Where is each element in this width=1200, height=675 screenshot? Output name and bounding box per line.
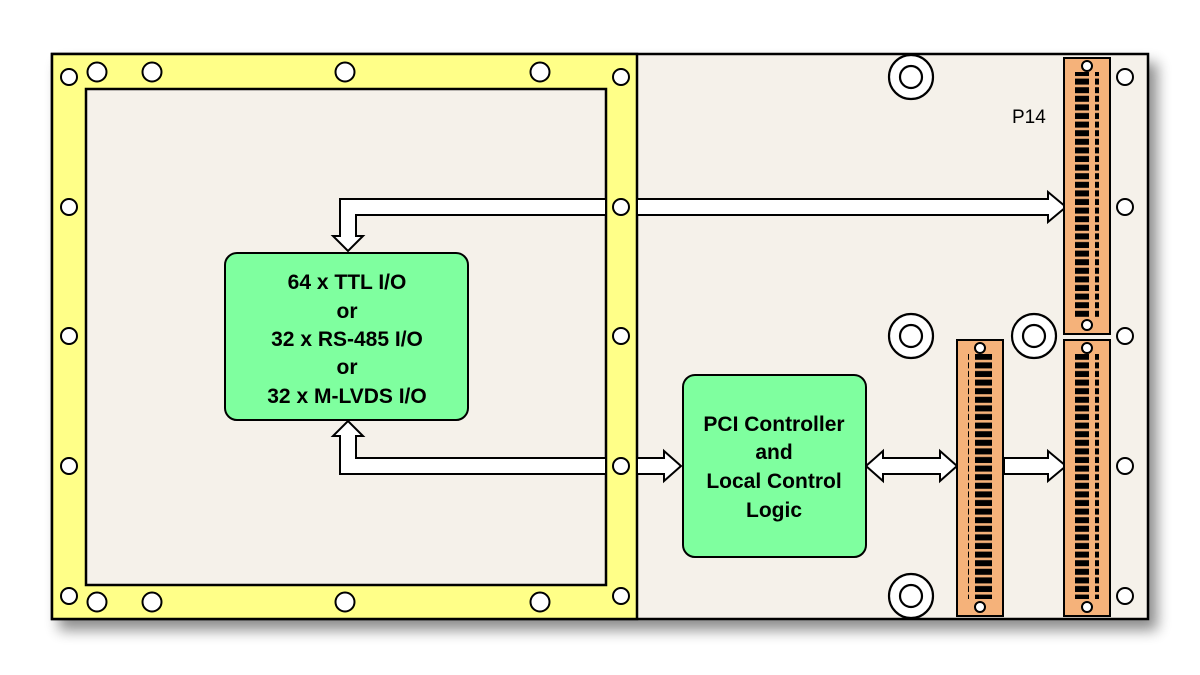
pci-block-line: PCI Controller <box>703 413 844 436</box>
io-block: 64 x TTL I/O or 32 x RS-485 I/O or 32 x … <box>224 252 469 421</box>
io-block-line: or <box>337 300 358 323</box>
connector-p14-top <box>1063 57 1111 335</box>
standoff <box>887 53 935 101</box>
p14-label: P14 <box>1012 107 1046 128</box>
standoff <box>887 312 935 360</box>
pci-controller-block: PCI Controller and Local Control Logic <box>682 374 867 558</box>
edge-holes <box>1116 68 1134 605</box>
pci-block-line: Logic <box>746 499 802 522</box>
connector-to-connector-arrow <box>1003 448 1068 484</box>
io-to-p14-arrow <box>636 189 1068 225</box>
connector-middle <box>956 339 1004 617</box>
standoff <box>1010 312 1058 360</box>
io-top-bus-arrow <box>330 198 607 253</box>
io-block-line: 32 x RS-485 I/O <box>271 328 423 351</box>
io-block-line: 64 x TTL I/O <box>288 271 407 294</box>
connector-bottom-right <box>1063 339 1111 617</box>
io-to-pci-arrow <box>636 448 683 484</box>
pci-block-line: and <box>755 441 792 464</box>
standoffs <box>887 53 1058 620</box>
pci-block-line: Local Control <box>706 470 841 493</box>
io-block-line: 32 x M-LVDS I/O <box>267 385 426 408</box>
io-block-line: or <box>337 356 358 379</box>
frame-mounting-holes <box>60 61 630 613</box>
shield-frame <box>50 52 639 621</box>
io-bottom-bus-arrow <box>330 419 607 475</box>
standoff <box>887 572 935 620</box>
